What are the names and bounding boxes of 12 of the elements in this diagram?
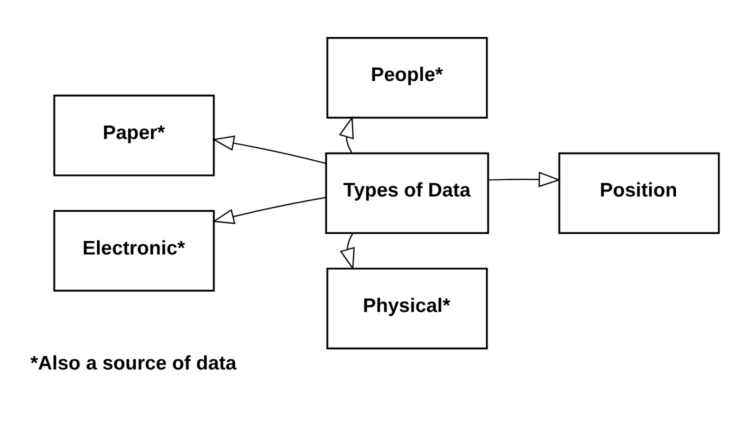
node-box: Types of Data: [325, 152, 490, 234]
arrow: [488, 171, 561, 187]
node-box: Position: [558, 152, 720, 234]
node-box: Electronic*: [53, 210, 215, 292]
label: *Also a source of data: [30, 352, 236, 374]
arrow: [212, 196, 326, 224]
node-box: Paper*: [53, 94, 215, 176]
arrow: [340, 232, 355, 270]
node-box: Physical*: [326, 267, 488, 349]
arrow: [338, 116, 354, 153]
node-box: People*: [326, 36, 488, 118]
arrow: [212, 135, 326, 164]
